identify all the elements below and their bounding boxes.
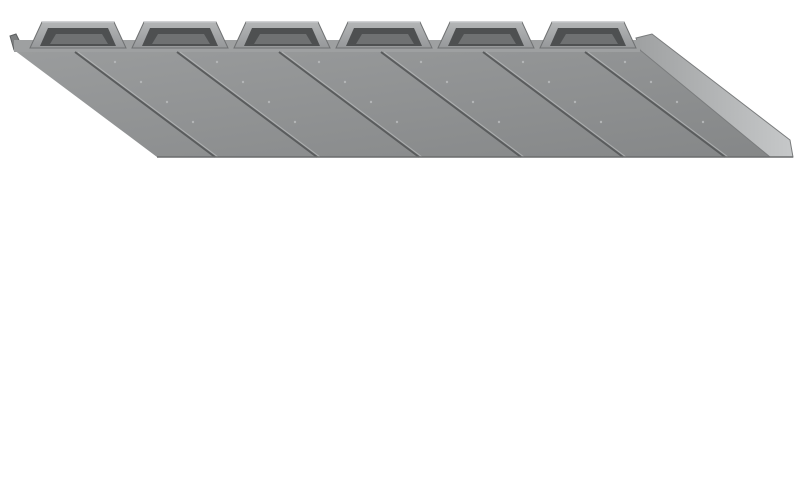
crease-1 xyxy=(74,51,216,158)
perforation-dot xyxy=(599,120,603,124)
crease-highlight xyxy=(77,51,219,158)
rib-floor xyxy=(152,34,210,44)
crease-highlight xyxy=(383,51,525,158)
rib-4 xyxy=(335,21,433,49)
rib-floor xyxy=(254,34,312,44)
rib-floor xyxy=(50,34,108,44)
crease-5 xyxy=(482,51,624,158)
rib-6 xyxy=(539,21,637,49)
perforation-dot xyxy=(369,100,373,104)
perforation-dot xyxy=(471,100,475,104)
crease-4 xyxy=(380,51,522,158)
perforation-dot xyxy=(419,60,423,64)
ribs-group xyxy=(29,21,637,49)
perforation-dot xyxy=(267,100,271,104)
perforation-dot xyxy=(649,80,653,84)
perforation-dot xyxy=(241,80,245,84)
perforation-dot xyxy=(445,80,449,84)
perforation-dot xyxy=(191,120,195,124)
rib-floor xyxy=(356,34,414,44)
perforation-dot xyxy=(317,60,321,64)
crease-highlight xyxy=(281,51,423,158)
rib-2 xyxy=(131,21,229,49)
creases-group xyxy=(74,51,729,158)
crease-highlight xyxy=(587,51,729,158)
rib-3 xyxy=(233,21,331,49)
perforation-dot xyxy=(395,120,399,124)
perforation-dot xyxy=(675,100,679,104)
crease-2 xyxy=(176,51,318,158)
perforation-dot xyxy=(215,60,219,64)
rib-5 xyxy=(437,21,535,49)
crease-6 xyxy=(584,51,726,158)
rib-floor xyxy=(458,34,516,44)
crease-3 xyxy=(278,51,420,158)
perforation-dot xyxy=(701,120,705,124)
rib-1 xyxy=(29,21,127,49)
crease-highlight xyxy=(179,51,321,158)
perforation-dot xyxy=(293,120,297,124)
panel-face xyxy=(14,50,770,157)
perforation-dot xyxy=(547,80,551,84)
perforation-dot xyxy=(343,80,347,84)
perforation-dot xyxy=(113,60,117,64)
perforation-dot xyxy=(521,60,525,64)
perforation-dot xyxy=(139,80,143,84)
perforation-dot xyxy=(165,100,169,104)
perforation-dot xyxy=(497,120,501,124)
perforations-group xyxy=(113,60,705,124)
perforation-dot xyxy=(623,60,627,64)
crease-highlight xyxy=(485,51,627,158)
rib-floor xyxy=(560,34,618,44)
perforation-dot xyxy=(573,100,577,104)
